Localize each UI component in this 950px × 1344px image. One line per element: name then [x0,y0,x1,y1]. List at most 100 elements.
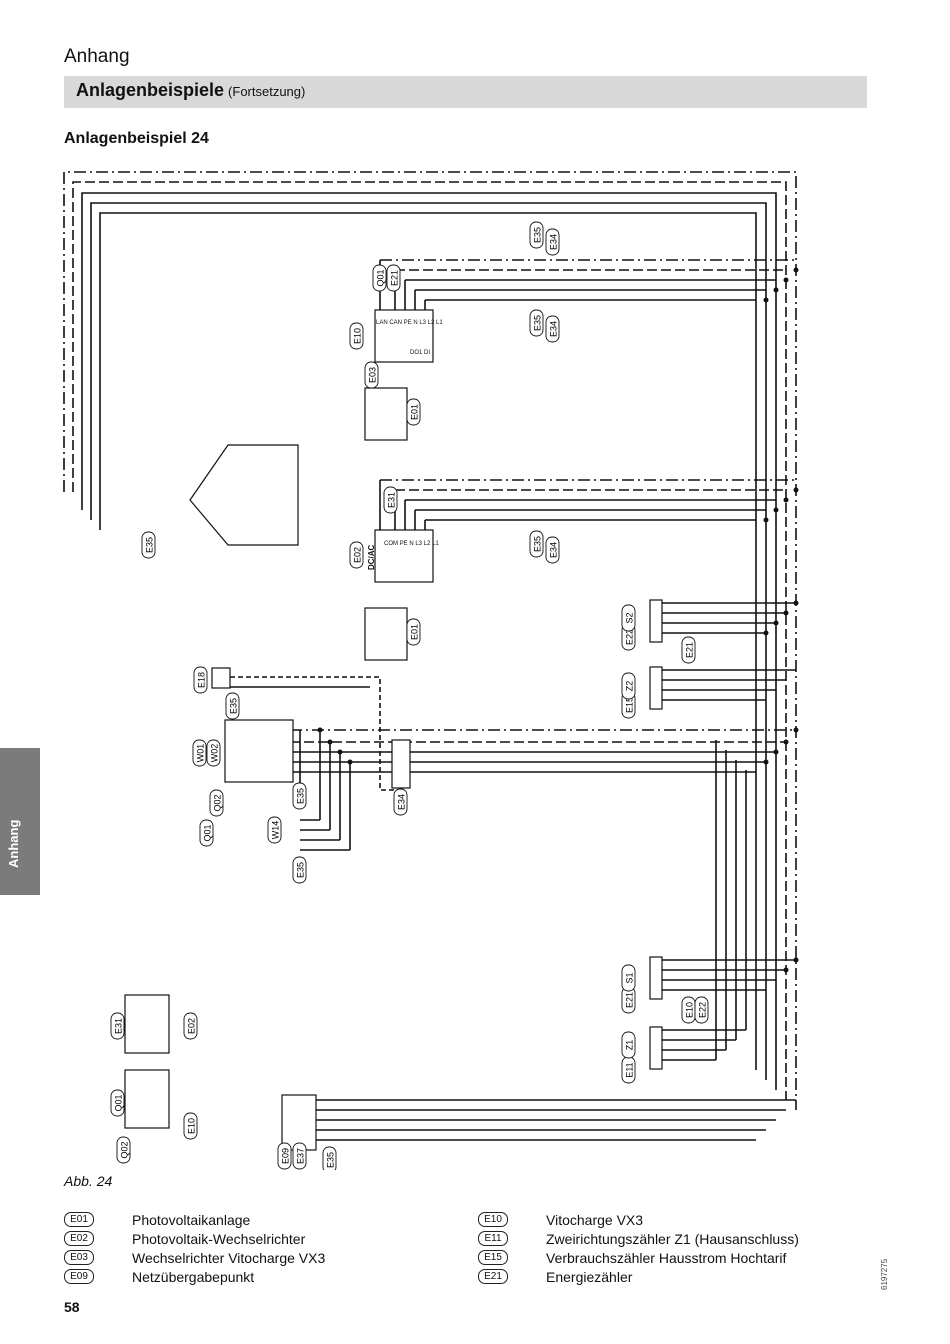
svg-text:E35: E35 [296,862,306,878]
tag-e10: E10 [183,1112,198,1140]
svg-text:W14: W14 [271,821,281,840]
l1-line [99,212,757,1070]
n-line [72,181,787,1100]
legend-item: E10 Vitocharge VX3 [478,1210,643,1229]
tag-q01: Q01 [199,819,214,847]
dcac-label: DC/AC [367,544,376,570]
page-title-main: Anlagenbeispiele [76,80,225,100]
legend-code: E01 [64,1212,94,1227]
tag-e35: E35 [529,221,544,249]
tag-e21: E21 [681,636,696,664]
tag-e09: E09 [277,1142,292,1170]
tag-q01: Q01 [110,1089,125,1117]
tag-e35: E35 [529,530,544,558]
dodi-terminals: DO1 DI [410,350,430,356]
tag-e34: E34 [545,536,560,564]
legend-code: E09 [64,1269,94,1284]
svg-text:E35: E35 [296,788,306,804]
section-label: Anhang [64,46,130,67]
figure-label: Abb. 24 [64,1173,113,1189]
tag-z1: Z1 [621,1031,636,1059]
e01-panel-2 [364,607,408,661]
e18-device [211,667,231,689]
tag-e10: E10 [349,322,364,350]
svg-text:E02: E02 [353,547,363,563]
svg-text:E35: E35 [145,537,155,553]
tag-e35: E35 [322,1146,337,1170]
svg-text:Q01: Q01 [376,269,386,286]
tag-w02: W02 [206,739,221,767]
tag-e10: E10 [681,996,696,1024]
svg-text:E22: E22 [625,629,635,645]
tag-q02: Q02 [116,1136,131,1164]
e09-device [281,1094,317,1151]
tag-e34: E34 [393,788,408,816]
svg-text:E02: E02 [187,1018,197,1034]
e02-device [374,529,434,583]
z2-meter [649,666,663,710]
svg-text:E09: E09 [281,1148,291,1164]
svg-text:W01: W01 [196,744,206,763]
z1-meter [649,1026,663,1070]
svg-text:Q01: Q01 [203,824,213,841]
tag-e34: E34 [545,228,560,256]
legend-text: Vitocharge VX3 [546,1211,644,1228]
tag-e02: E02 [183,1012,198,1040]
svg-text:E35: E35 [533,536,543,552]
tag-e02: E02 [349,541,364,569]
tag-w14: W14 [267,816,282,844]
legend-text: Wechselrichter Vitocharge VX3 [132,1249,326,1266]
legend-item: E01 Photovoltaikanlage [64,1210,250,1229]
svg-text:E15: E15 [625,697,635,713]
legend-code: E10 [478,1212,508,1227]
legend-code: E11 [478,1231,508,1246]
tag-s2: S2 [621,604,636,632]
svg-text:E34: E34 [397,794,407,810]
legend-item: E03 Wechselrichter Vitocharge VX3 [64,1248,325,1267]
svg-text:W02: W02 [210,744,220,763]
e01-panel-1 [364,387,408,441]
svg-text:Z1: Z1 [625,1040,635,1051]
legend-code: E03 [64,1250,94,1265]
house-symbol [189,444,299,546]
svg-text:E21: E21 [390,270,400,286]
example-title: Anlagenbeispiel 24 [64,130,209,147]
svg-text:E35: E35 [533,315,543,331]
page-title: Anlagenbeispiele(Fortsetzung) [76,80,305,101]
svg-text:E35: E35 [533,227,543,243]
svg-text:Z2: Z2 [625,681,635,692]
e31-icon [124,994,170,1054]
tag-e18: E18 [193,666,208,694]
svg-text:Q02: Q02 [120,1141,130,1158]
svg-text:E21: E21 [625,992,635,1008]
svg-text:E34: E34 [549,234,559,250]
svg-text:E22: E22 [698,1002,708,1018]
tag-e11: E11 [621,1056,636,1084]
svg-text:E10: E10 [353,328,363,344]
svg-text:E35: E35 [229,698,239,714]
tag-s1: S1 [621,964,636,992]
w01-device [224,719,294,783]
l3-line [81,192,777,1090]
tag-q01: Q01 [372,264,387,292]
tag-e31: E31 [110,1012,125,1040]
tag-e21: E21 [386,264,401,292]
svg-text:E01: E01 [410,624,420,640]
com-terminals: COM PE N L3 L2 L1 [384,541,439,547]
q01-icon [124,1069,170,1129]
svg-text:E34: E34 [549,321,559,337]
tag-e01: E01 [406,618,421,646]
tag-e34: E34 [545,315,560,343]
tag-z2: Z2 [621,672,636,700]
tag-e35: E35 [225,692,240,720]
legend-text: Photovoltaikanlage [132,1211,251,1228]
legend-text: Photovoltaik-Wechselrichter [132,1230,306,1247]
s1-meter [649,956,663,1000]
svg-text:E34: E34 [549,542,559,558]
e10-device [374,309,434,363]
tag-e35: E35 [292,782,307,810]
